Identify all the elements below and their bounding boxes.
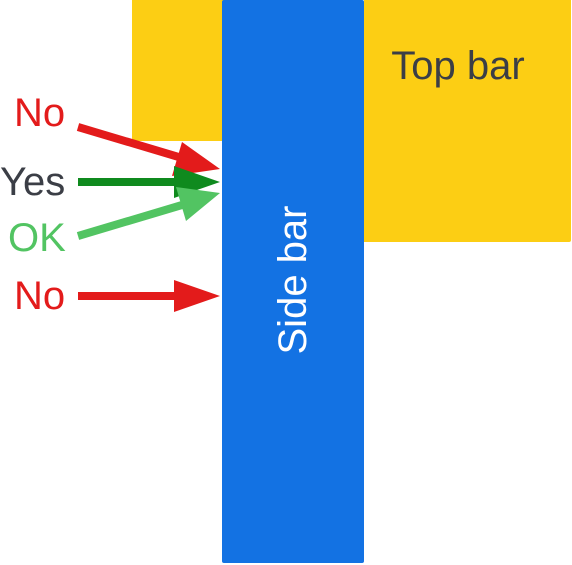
arrow-label-yes: Yes [0, 160, 66, 204]
arrow-ok [76, 187, 220, 240]
top-bar-label: Top bar [391, 44, 525, 88]
top-bar-left-segment [132, 0, 224, 141]
side-bar [222, 0, 364, 563]
arrow-no-bottom [78, 280, 220, 312]
arrow-label-no-bottom: No [14, 274, 66, 318]
top-bar-right-segment [364, 0, 571, 242]
arrow-no-top [76, 123, 220, 176]
arrow-label-ok: OK [8, 216, 66, 260]
arrow-label-no-top: No [14, 91, 66, 135]
